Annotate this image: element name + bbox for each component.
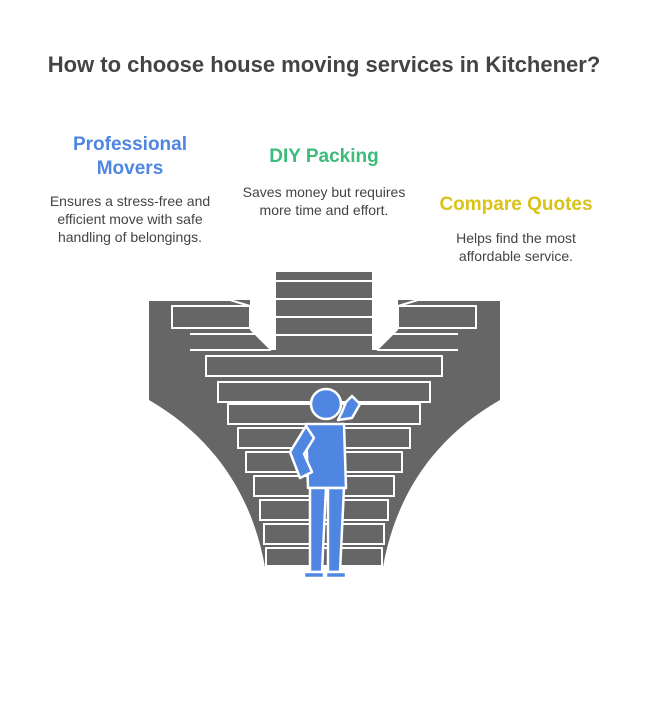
- page-title: How to choose house moving services in K…: [47, 52, 601, 77]
- option-title-diy-packing: DIY Packing: [269, 146, 379, 167]
- option-title-professional-movers: Professional Movers: [72, 134, 188, 179]
- confused-person-figure: [288, 387, 362, 580]
- option-description-diy-packing: Saves money but requires more time and e…: [242, 184, 406, 218]
- option-description-compare-quotes: Helps find the most affordable service.: [456, 230, 576, 264]
- option-title-compare-quotes: Compare Quotes: [439, 194, 593, 215]
- option-description-professional-movers: Ensures a stress-free and efficient move…: [49, 193, 211, 245]
- step-lines: [149, 299, 500, 567]
- center-tower: [276, 272, 372, 350]
